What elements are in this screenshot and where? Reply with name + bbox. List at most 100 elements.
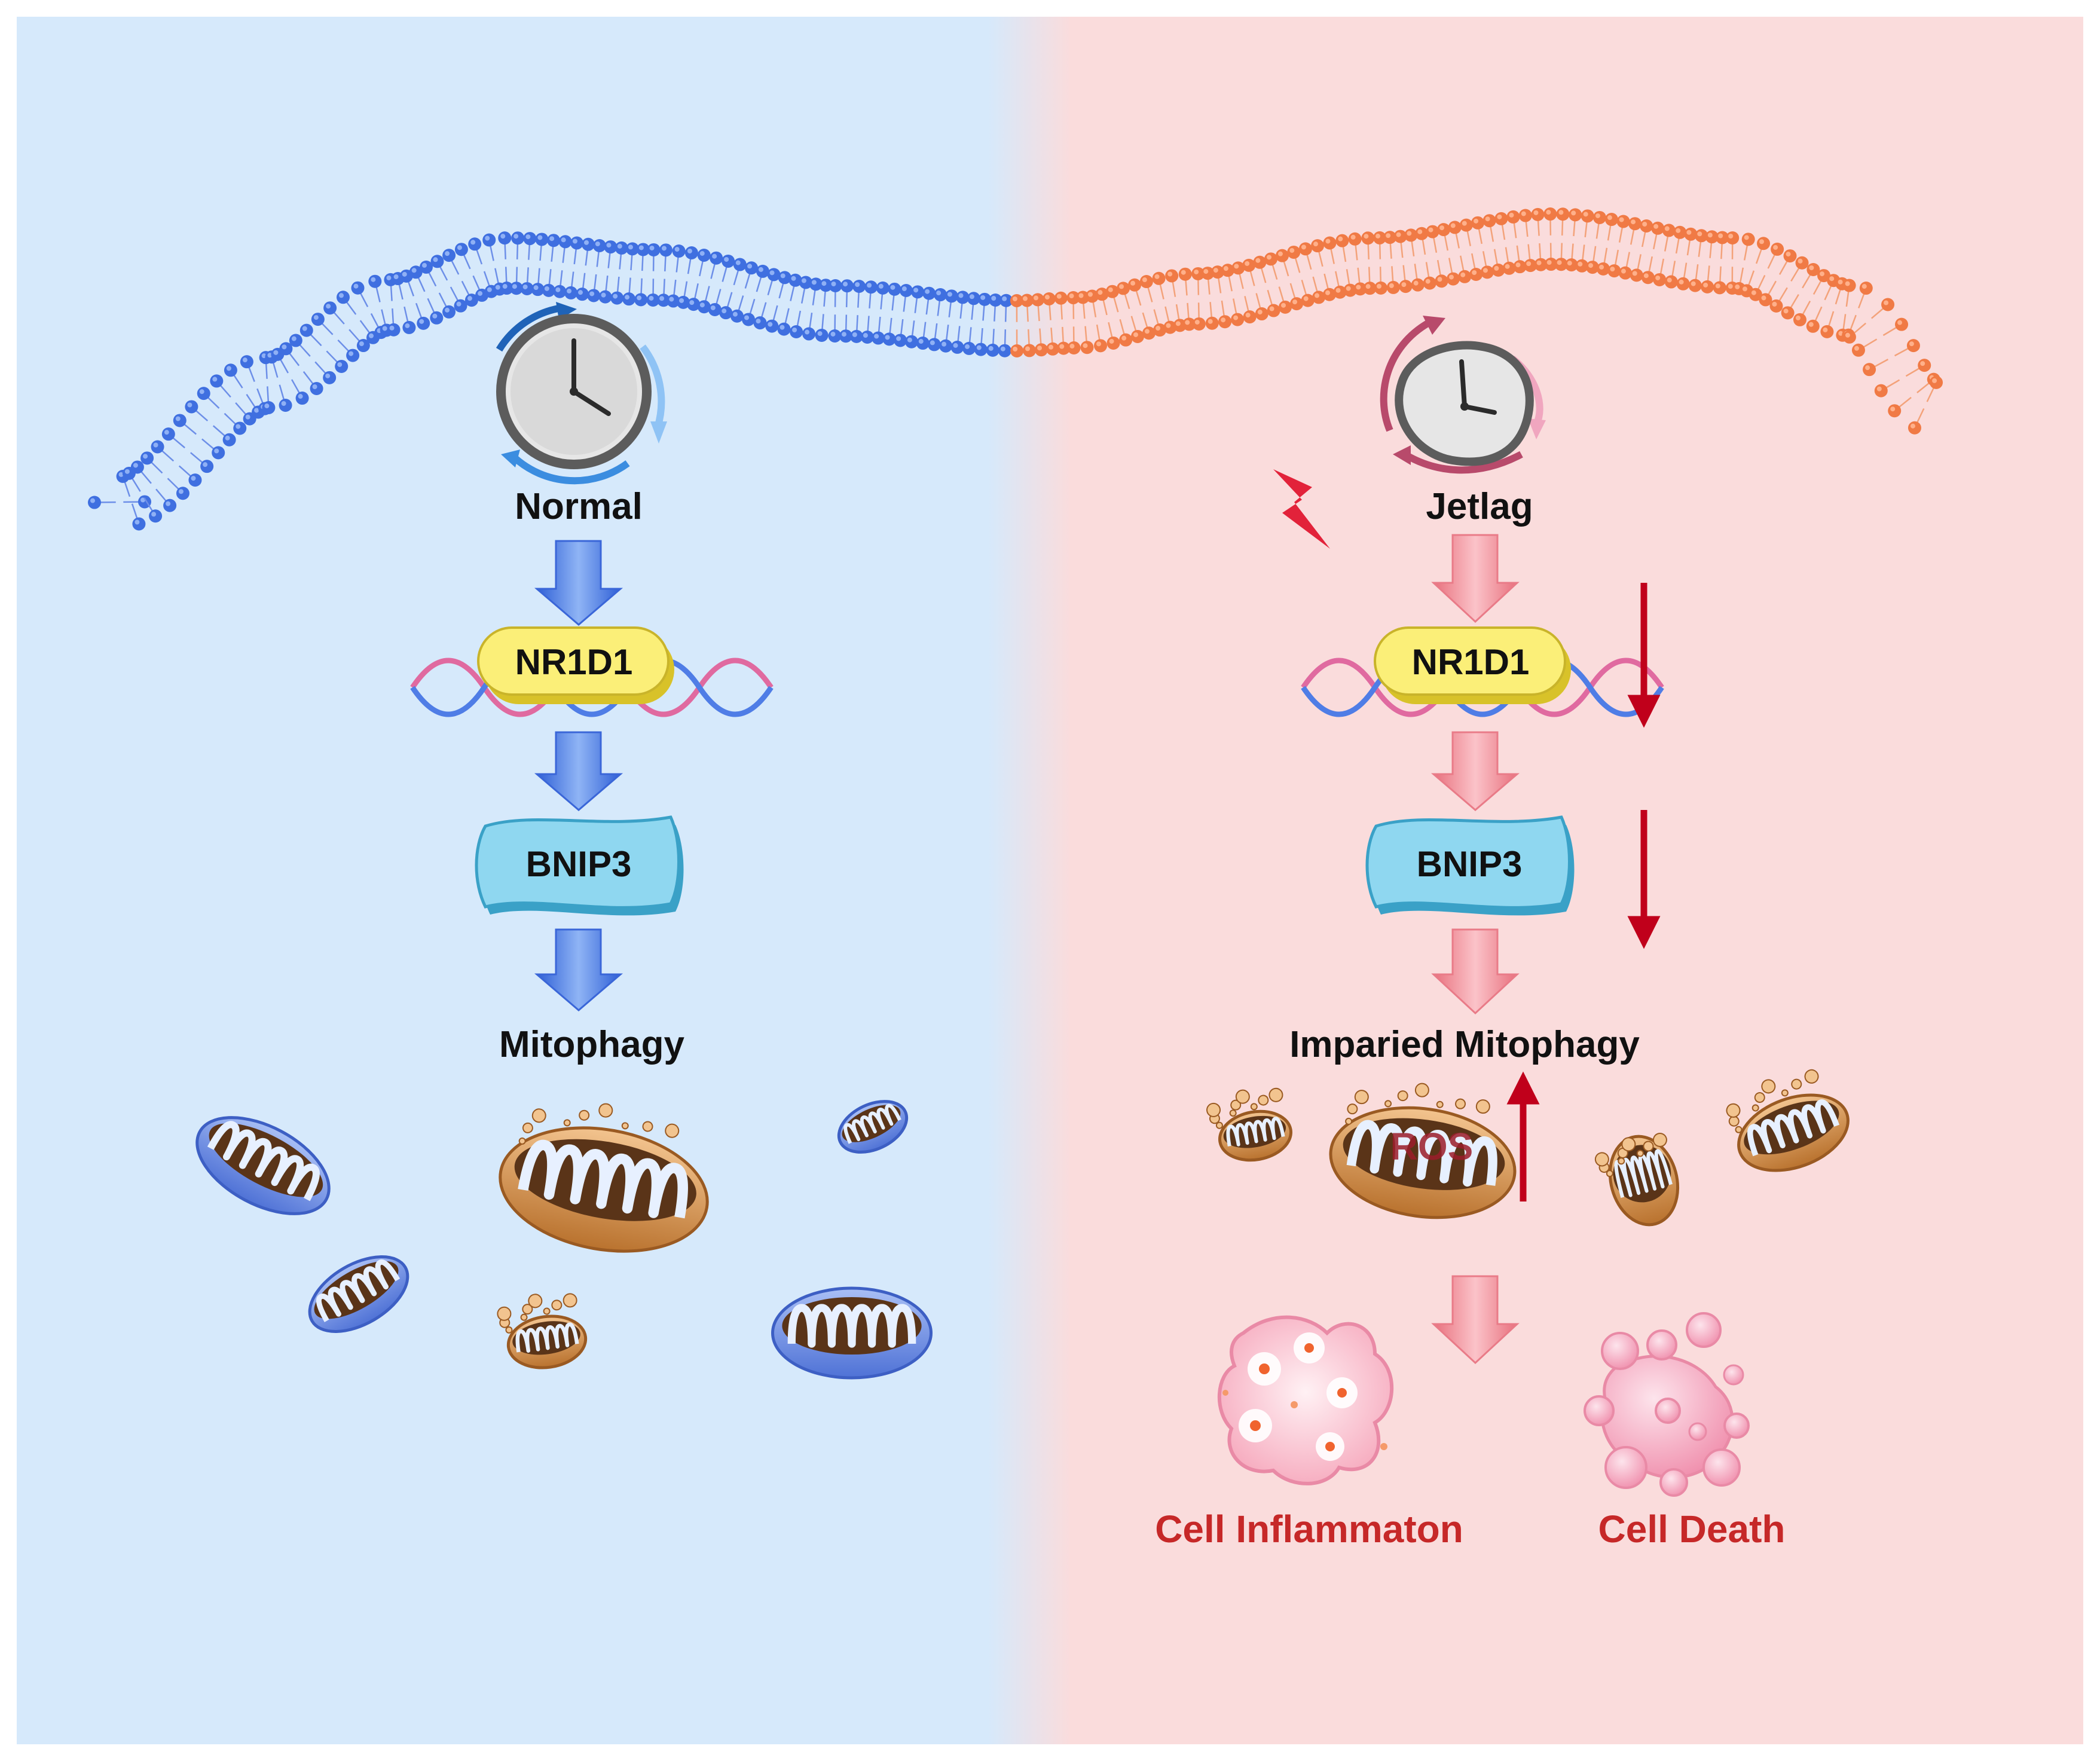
lipid-head-highlight (1022, 296, 1028, 301)
lipid-head (622, 292, 636, 306)
lipid-head-highlight (1728, 233, 1734, 239)
lipid-head (1106, 336, 1120, 350)
lipid-head-highlight (1679, 279, 1684, 285)
lipid-head-highlight (1213, 268, 1218, 273)
lipid-head-highlight (1144, 329, 1150, 334)
lipid-head-highlight (1083, 343, 1088, 348)
lipid-head-highlight (445, 251, 450, 256)
lipid-head (1664, 275, 1678, 289)
lipid-head-highlight (1462, 221, 1467, 226)
lipid-head (790, 325, 803, 339)
lipid-head-highlight (1897, 320, 1903, 325)
lipid-head (1701, 280, 1714, 294)
lipid-head (1793, 313, 1806, 326)
lipid-head (659, 243, 673, 257)
lipid-head (1298, 242, 1312, 256)
lipid-head (697, 248, 711, 262)
lipid-head (634, 293, 648, 307)
lipid-head (1741, 233, 1755, 246)
lipid-head-highlight (637, 295, 642, 301)
lipid-head-highlight (1536, 260, 1542, 265)
lipid-head-highlight (747, 264, 753, 269)
lipid-head-highlight (1761, 295, 1766, 301)
lipid-head-highlight (758, 267, 763, 272)
lipid-head-highlight (1096, 341, 1102, 347)
lipid-head-highlight (792, 328, 797, 333)
lipid-head-highlight (1292, 299, 1298, 305)
lipid-head-highlight (1069, 344, 1075, 349)
lipid-head-highlight (1364, 234, 1369, 239)
lipid-head-highlight (175, 416, 181, 421)
lipid-head-highlight (1194, 319, 1200, 325)
lipid-head (1851, 343, 1865, 357)
lipid-head-highlight (1526, 261, 1532, 267)
lipid-head-highlight (595, 241, 600, 247)
lipid-head-highlight (712, 253, 717, 259)
lipid-head (1676, 277, 1690, 291)
lipid-head-highlight (555, 287, 561, 292)
lipid-head (1888, 404, 1902, 418)
mitochondrion-icon (1329, 1083, 1517, 1219)
lipid-head (904, 335, 918, 348)
lipid-head (1034, 343, 1048, 357)
lipid-head (1607, 264, 1621, 278)
lipid-head (944, 289, 958, 303)
lipid-head (1543, 207, 1557, 221)
bnip3-protein: BNIP3 (475, 815, 684, 916)
lipid-head (742, 313, 756, 326)
lipid-head-highlight (1497, 214, 1502, 219)
lipid-head-highlight (212, 377, 218, 382)
lipid-head-highlight (710, 305, 716, 310)
lipid-head (1335, 234, 1349, 247)
dying-cell-icon (1584, 1312, 1750, 1497)
lipid-head-highlight (457, 245, 462, 250)
lipid-head (1618, 266, 1632, 280)
lipid-head (1641, 271, 1655, 285)
lipid-head (986, 343, 999, 357)
lipid-head-highlight (1653, 224, 1659, 229)
lipid-head-highlight (732, 311, 738, 317)
lipid-head-highlight (273, 350, 279, 355)
lipid-head (224, 363, 237, 377)
lipid-head-highlight (1932, 378, 1937, 383)
lipid-head (1458, 270, 1472, 283)
lipid-head-highlight (1059, 344, 1065, 349)
lipid-head-highlight (1697, 231, 1702, 237)
lipid-head (1881, 298, 1895, 311)
lipid-head (1783, 249, 1797, 263)
lipid-head-highlight (1718, 233, 1723, 239)
lipid-head (587, 289, 601, 302)
lipid-head-highlight (1245, 313, 1251, 318)
lipid-head (802, 327, 816, 341)
lipid-head-highlight (1108, 287, 1113, 292)
lipid-head-highlight (1386, 233, 1391, 239)
lipid-head (939, 339, 953, 353)
lipid-head-highlight (1175, 321, 1181, 326)
lipid-head-highlight (1482, 268, 1488, 273)
lipid-head-highlight (1078, 293, 1084, 298)
distorted-clock-icon (1380, 316, 1546, 474)
lipid-head-highlight (1166, 323, 1171, 328)
lipid-head-highlight (133, 463, 138, 468)
lipid-head-highlight (549, 236, 555, 241)
lipid-head-highlight (411, 268, 417, 273)
lipid-head-highlight (831, 281, 836, 286)
lipid-head (547, 234, 561, 247)
lipid-head (262, 401, 276, 415)
lipid-head (1806, 319, 1820, 333)
lipid-head-highlight (947, 292, 952, 297)
lipid-head-highlight (281, 401, 286, 406)
lipid-head (1581, 209, 1594, 223)
lipid-head (647, 243, 661, 256)
lipid-head-highlight (389, 325, 395, 331)
lipid-head-highlight (421, 262, 427, 268)
lipid-head (1290, 297, 1304, 311)
lipid-head-highlight (1448, 274, 1454, 280)
lipid-head (1348, 232, 1362, 246)
lipid-head-highlight (1829, 276, 1835, 282)
lipid-head (1874, 384, 1888, 398)
lipid-head-highlight (1808, 322, 1814, 327)
lipid-head-highlight (433, 257, 438, 262)
lipid-head-highlight (1772, 301, 1777, 307)
lipid-head (442, 249, 456, 262)
